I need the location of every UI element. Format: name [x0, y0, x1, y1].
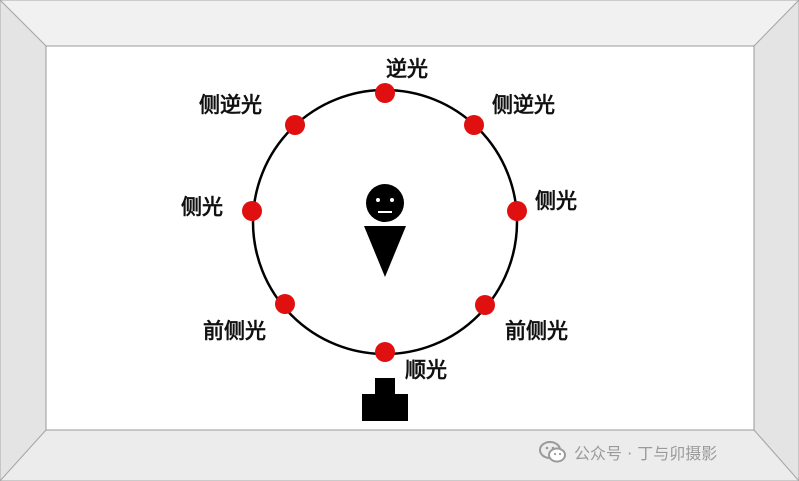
- light-dot-bottom-left: [275, 294, 295, 314]
- light-dot-left: [242, 201, 262, 221]
- label-sidelight-left: 侧光: [181, 195, 223, 219]
- light-dot-top-left: [285, 115, 305, 135]
- label-sidelight-right: 侧光: [535, 189, 577, 213]
- subject-figure: [364, 184, 406, 277]
- camera-icon: [362, 378, 408, 421]
- label-side-backlight-left: 侧逆光: [199, 93, 262, 117]
- watermark-text: 公众号 · 丁与卯摄影: [574, 444, 718, 463]
- light-dot-bottom-right: [475, 295, 495, 315]
- light-dot-right: [507, 201, 527, 221]
- light-dot-top: [375, 83, 395, 103]
- label-front-light: 顺光: [405, 358, 447, 382]
- label-front-side-right: 前侧光: [505, 319, 568, 343]
- watermark: 公众号 · 丁与卯摄影: [538, 439, 717, 465]
- light-dot-bottom: [375, 342, 395, 362]
- subject-body: [364, 226, 406, 277]
- label-side-backlight-right: 侧逆光: [492, 93, 555, 117]
- light-dots: [242, 83, 527, 362]
- wechat-icon: [539, 441, 566, 463]
- subject-head: [366, 184, 404, 222]
- light-dot-top-right: [464, 115, 484, 135]
- label-front-side-left: 前侧光: [203, 319, 266, 343]
- label-backlight: 逆光: [386, 57, 428, 81]
